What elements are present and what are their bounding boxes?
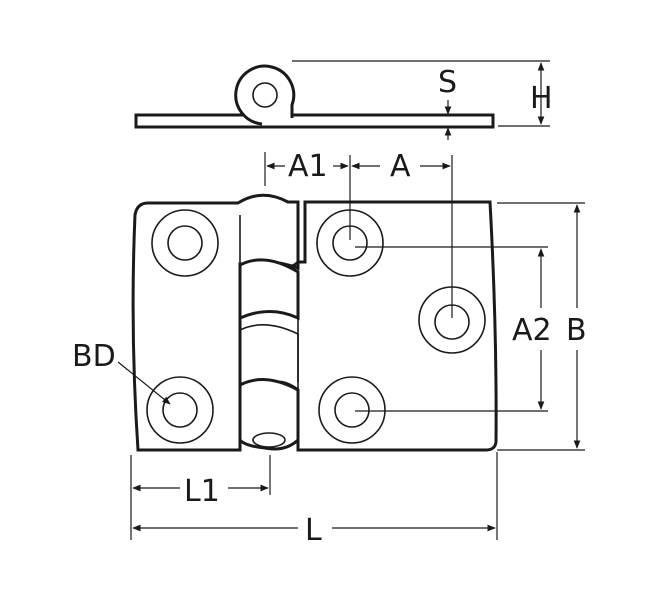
side-view: [134, 64, 495, 129]
front-view: [131, 193, 498, 452]
label-a2: A2: [512, 313, 552, 348]
dimension-b: [497, 202, 585, 451]
hole: [167, 225, 203, 261]
knuckle-segment: [238, 378, 300, 451]
dimension-l: [132, 452, 498, 540]
side-knuckle: [234, 64, 296, 126]
label-s: S: [438, 65, 457, 100]
dimension-bd: [117, 361, 171, 405]
hole: [334, 392, 370, 428]
dimension-a2: [355, 246, 548, 412]
knuckle-segment: [238, 258, 300, 321]
hole-counterbore: [318, 376, 386, 444]
label-a: A: [390, 149, 411, 184]
dimension-a1-a: [264, 152, 453, 318]
hole-counterbore: [151, 209, 219, 277]
dimension-h: [292, 60, 550, 127]
side-plate: [134, 113, 495, 129]
hole-counterbore: [146, 376, 214, 444]
hole: [162, 392, 198, 428]
dimension-l1: [130, 455, 271, 540]
side-pin-hole: [252, 82, 278, 108]
label-bd: BD: [72, 339, 116, 374]
label-h: H: [530, 81, 553, 116]
label-l: L: [305, 513, 322, 548]
mounting-holes: [146, 209, 486, 444]
label-l1: L1: [184, 474, 220, 509]
label-b: B: [566, 313, 587, 348]
label-a1: A1: [288, 149, 328, 184]
pin-end: [252, 432, 286, 448]
